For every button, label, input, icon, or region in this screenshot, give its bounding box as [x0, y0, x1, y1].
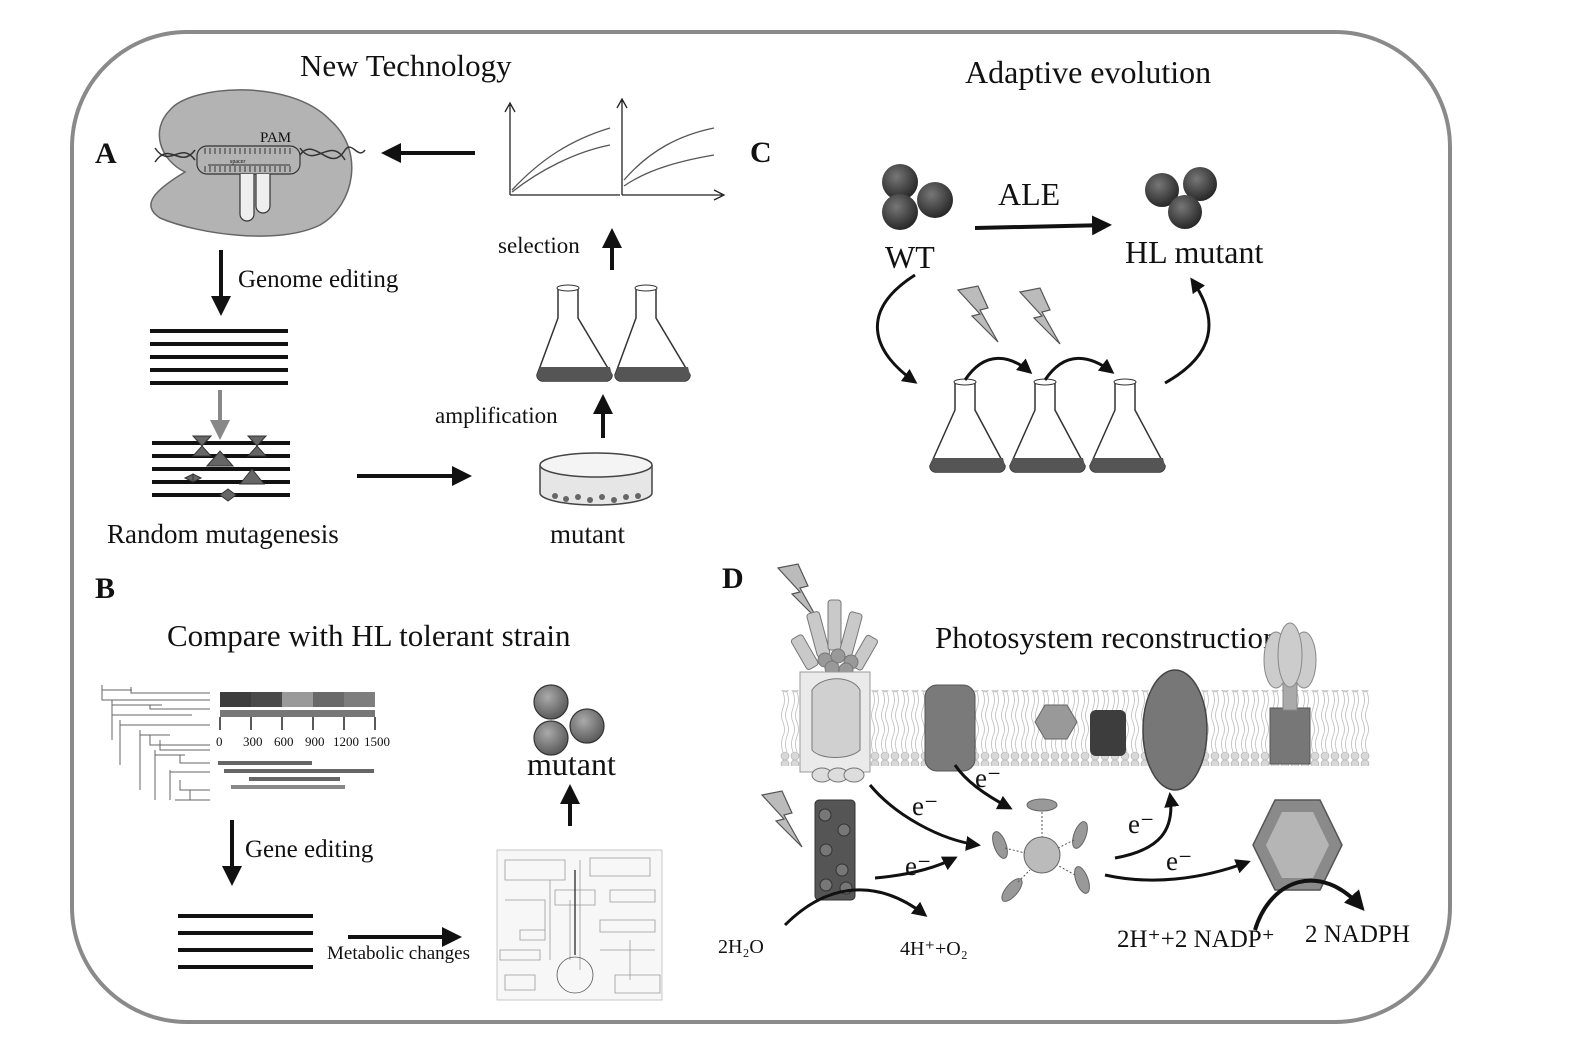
axis-tick: 1500 — [364, 734, 390, 749]
hl-mutant-cells-icon — [1145, 167, 1217, 229]
photosystem-ii-icon — [790, 599, 878, 783]
panel-c-letter: C — [750, 136, 772, 169]
figure-frame — [70, 30, 1452, 1024]
panel-a-title: New Technology — [300, 48, 512, 83]
electron-label: e⁻ — [1166, 846, 1192, 876]
panel-d-title: Photosystem reconstruction — [935, 620, 1279, 655]
ale-arrow — [974, 215, 1112, 236]
water-splitting-column-icon — [814, 799, 856, 901]
electron-label: e⁻ — [1128, 809, 1154, 839]
ale-label: ALE — [998, 176, 1060, 212]
mutant-label: mutant — [550, 519, 625, 549]
fnr-enzyme-icon — [1252, 799, 1343, 891]
axis-tick: 300 — [243, 734, 263, 749]
atp-synthase-icon — [1263, 622, 1317, 765]
transfer-arrows — [875, 273, 1211, 385]
nadp-label: 2H⁺+2 NADP⁺ — [1117, 926, 1275, 953]
panel-d-letter: D — [722, 562, 744, 595]
axis-tick: 0 — [216, 734, 223, 749]
electron-label: e⁻ — [905, 851, 931, 881]
ferredoxin-icon — [992, 798, 1090, 902]
flask-icon — [614, 284, 691, 382]
flask-icon — [1089, 378, 1166, 473]
flask-icon — [929, 378, 1006, 473]
lightning-icon — [956, 285, 1061, 345]
phylogenetic-tree-icon — [101, 685, 210, 801]
lightning-icon — [760, 563, 819, 848]
genome-lines — [150, 329, 288, 385]
panel-b-letter: B — [95, 572, 115, 605]
oxygen-products-label: 4H⁺+O₂ — [900, 938, 968, 960]
photosystem-i-icon — [1142, 669, 1208, 791]
petri-dish-icon — [539, 452, 653, 506]
cas9-complex-icon: PAM spacer — [150, 89, 366, 237]
plastocyanin-icon — [1034, 704, 1078, 740]
panel-d: D Photosystem reconstruction — [718, 562, 1410, 960]
wt-label: WT — [885, 239, 935, 275]
electron-flow-arrows — [783, 764, 1365, 931]
axis-tick: 1200 — [333, 734, 359, 749]
spacer-label: spacer — [230, 159, 245, 165]
panel-b-title: Compare with HL tolerant strain — [167, 618, 571, 653]
hl-mutant-label: HL mutant — [1125, 234, 1263, 270]
protein-complex-icon — [1090, 710, 1126, 756]
random-mutagenesis-label: Random mutagenesis — [107, 519, 339, 549]
metabolic-changes-label: Metabolic changes — [327, 943, 470, 964]
panel-c: Adaptive evolution C ALE WT HL mutant — [750, 54, 1263, 473]
cytochrome-complex-icon — [924, 684, 976, 772]
pam-label: PAM — [260, 130, 291, 146]
water-label: 2H₂O — [718, 936, 764, 958]
culture-flasks — [929, 378, 1166, 473]
panel-a-letter: A — [95, 137, 117, 170]
edited-genome-lines — [178, 914, 313, 969]
genome-editing-label: Genome editing — [238, 266, 399, 293]
electron-label: e⁻ — [975, 763, 1001, 793]
panel-c-title: Adaptive evolution — [965, 54, 1211, 90]
gene-editing-label: Gene editing — [245, 836, 374, 863]
mutant-cells-icon — [533, 684, 605, 756]
nadph-label: 2 NADPH — [1305, 921, 1410, 948]
flask-icon — [536, 284, 613, 382]
gene-bar-chart-icon: 0 300 600 900 1200 1500 — [216, 692, 390, 789]
selection-label: selection — [498, 233, 580, 258]
mutated-genome-lines — [152, 435, 290, 502]
electron-label: e⁻ — [912, 791, 938, 821]
axis-tick: 600 — [274, 734, 294, 749]
panel-b: B Compare with HL tolerant strain 0 300 … — [95, 572, 663, 1001]
metabolic-map-icon — [496, 849, 663, 1001]
flask-icon — [1009, 378, 1086, 473]
growth-curves-icon — [504, 97, 726, 201]
axis-tick: 900 — [305, 734, 325, 749]
panel-a: New Technology A PAM spacer selection — [95, 48, 726, 549]
amplification-label: amplification — [435, 403, 558, 428]
wt-cells-icon — [882, 164, 953, 230]
